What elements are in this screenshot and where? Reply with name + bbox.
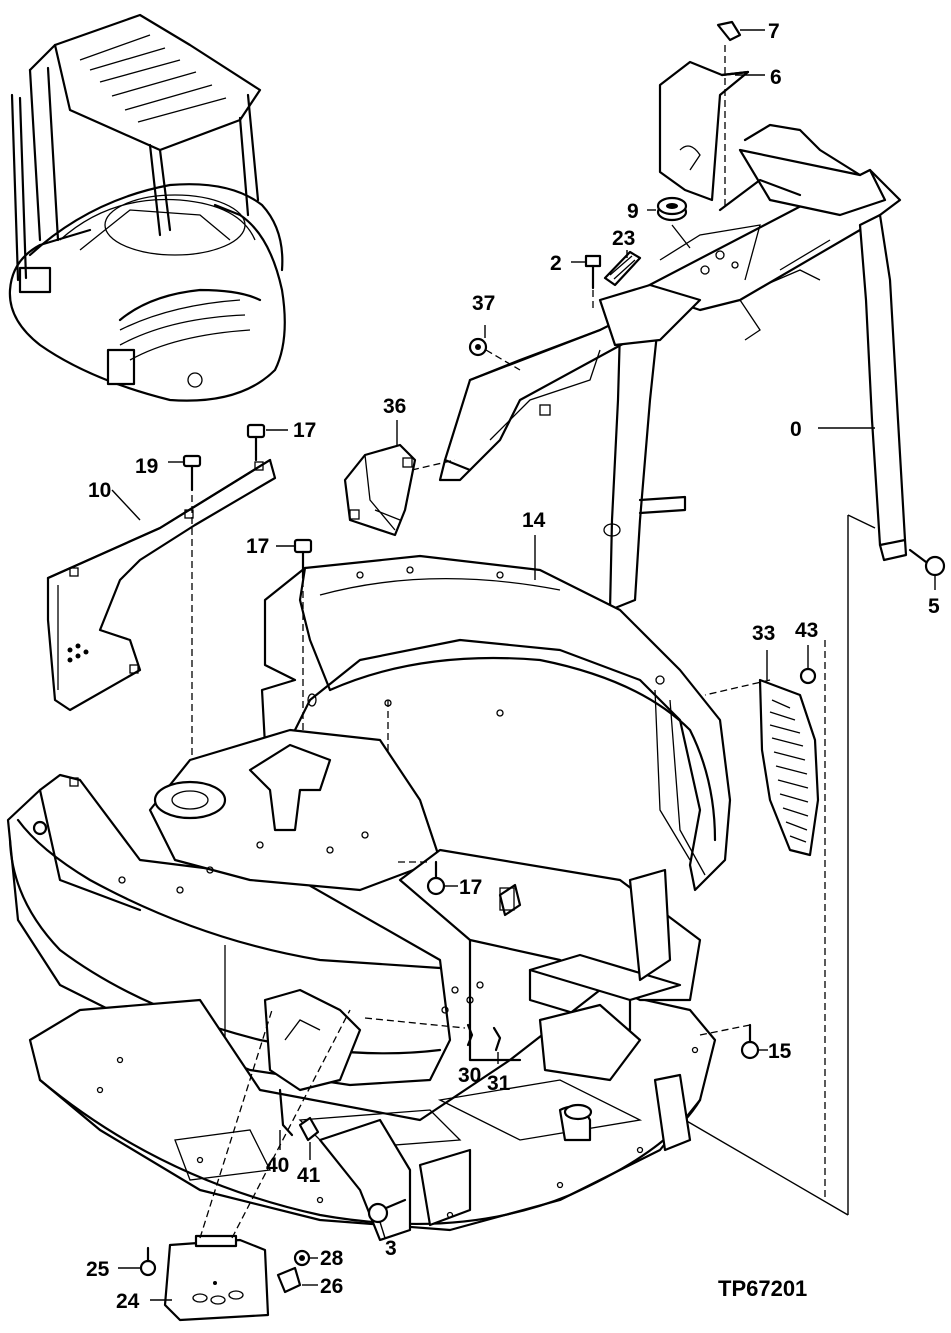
callout-14: 14	[522, 509, 546, 532]
callout-5: 5	[928, 595, 940, 618]
bolt-17-mid	[293, 538, 313, 580]
screw-43	[799, 667, 817, 685]
machine-overview-inset	[8, 13, 286, 402]
callout-3: 3	[385, 1237, 397, 1260]
gasket-23	[603, 250, 642, 287]
callout-0: 0	[790, 418, 802, 441]
clamp-41	[298, 1116, 320, 1142]
callout-41: 41	[297, 1164, 321, 1187]
callout-33: 33	[752, 622, 775, 645]
callout-24: 24	[116, 1290, 140, 1313]
callout-7: 7	[768, 20, 780, 43]
rod-40	[278, 1088, 294, 1137]
callout-31: 31	[487, 1072, 511, 1095]
figure-reference: TP67201	[718, 1276, 807, 1301]
grommet-9	[656, 196, 688, 222]
plate-24	[163, 1234, 270, 1322]
callouts: 7 6 9 23 2 37 36 0 5 17 19 10 14 17 33 4…	[86, 20, 940, 1313]
callout-15: 15	[768, 1040, 792, 1063]
nut-37	[468, 337, 488, 357]
callout-9: 9	[627, 200, 639, 223]
callout-26: 26	[320, 1275, 343, 1298]
callout-19: 19	[135, 455, 158, 478]
bracket-36	[343, 443, 417, 537]
bolt-17-lower	[426, 860, 446, 896]
bracket-26	[276, 1266, 302, 1294]
cover-14	[260, 554, 732, 892]
callout-43: 43	[795, 619, 818, 642]
bolt-3	[367, 1198, 407, 1224]
bolt-5	[908, 548, 946, 577]
grille-33	[758, 678, 820, 857]
callout-23: 23	[612, 227, 635, 250]
callout-17-b: 17	[246, 535, 269, 558]
callout-17-c: 17	[459, 876, 482, 899]
bolt-19	[182, 454, 202, 492]
callout-40: 40	[266, 1154, 289, 1177]
bolt-25	[139, 1246, 157, 1277]
callout-17-a: 17	[293, 419, 316, 442]
bolt-15	[740, 1023, 760, 1060]
cover-plate-6	[658, 60, 750, 202]
clip-30	[466, 1023, 474, 1047]
callout-10: 10	[88, 479, 111, 502]
callout-28: 28	[320, 1247, 344, 1270]
callout-6: 6	[770, 66, 782, 89]
callout-25: 25	[86, 1258, 110, 1281]
bolt-2	[584, 254, 602, 290]
upper-frame-assembly	[438, 123, 908, 612]
callout-37: 37	[472, 292, 495, 315]
side-cover-10	[46, 458, 277, 712]
bolt-17-upper	[246, 423, 266, 462]
clip-31	[492, 1026, 502, 1052]
callout-30: 30	[458, 1064, 481, 1087]
wing-nut-7	[716, 20, 742, 42]
callout-2: 2	[550, 252, 562, 275]
revolving-frame	[6, 728, 717, 1242]
nut-28	[293, 1249, 311, 1267]
callout-36: 36	[383, 395, 406, 418]
